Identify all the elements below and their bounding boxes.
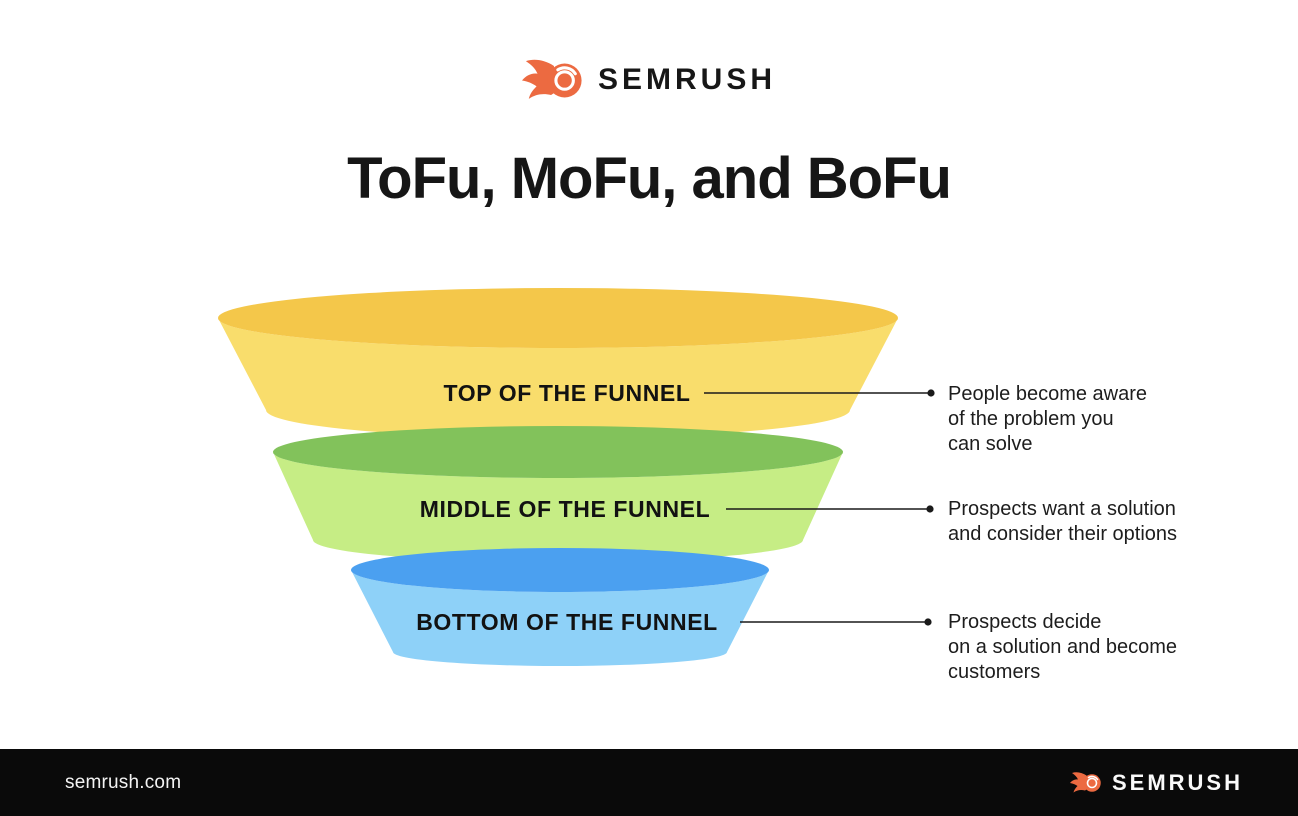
- connector-dot-bottom: [924, 618, 932, 626]
- comet-ring-shape: [554, 69, 575, 91]
- footer-semrush-logo: SEMRUSH: [1069, 769, 1243, 796]
- funnel-label-top: TOP OF THE FUNNEL: [443, 380, 691, 406]
- comet-ring-shape: [1086, 777, 1098, 788]
- flame-tail-shape: [521, 59, 554, 99]
- semrush-logo-header: SEMRUSH: [0, 52, 1298, 108]
- annotation-top-of-funnel: People become aware of the problem you c…: [948, 383, 1148, 455]
- funnel-label-middle: MIDDLE OF THE FUNNEL: [419, 496, 711, 522]
- funnel-middle-stage-rim: [273, 426, 843, 478]
- semrush-flame-icon: [521, 59, 582, 99]
- funnel-middle-stage-body: [273, 452, 843, 562]
- page-title: ToFu, MoFu, and BoFu: [347, 146, 952, 211]
- footer-website-text: semrush.com: [65, 771, 182, 793]
- semrush-flame-icon-footer: [1069, 771, 1101, 792]
- annotation-middle-of-funnel: Prospects want a solution and consider t…: [948, 498, 1178, 545]
- funnel-bottom-stage-rim: [351, 548, 769, 592]
- connector-dot-middle: [926, 505, 934, 513]
- flame-tail-shape: [1069, 771, 1087, 792]
- comet-highlight-arc: [556, 65, 577, 75]
- funnel-bottom-stage-body: [351, 570, 769, 666]
- comet-highlight-arc: [1087, 775, 1099, 780]
- funnel-label-bottom: BOTTOM OF THE FUNNEL: [416, 609, 718, 635]
- funnel-top-stage-rim: [218, 288, 898, 348]
- connector-dot-top: [927, 389, 935, 397]
- funnel-top-stage-body: [218, 318, 898, 438]
- semrush-brand-text: SEMRUSH: [597, 63, 776, 96]
- footer-brand-text: SEMRUSH: [1111, 769, 1243, 795]
- footer-bar: semrush.com SEMRUSH: [0, 749, 1298, 816]
- annotation-bottom-of-funnel: Prospects decide on a solution and becom…: [948, 611, 1178, 683]
